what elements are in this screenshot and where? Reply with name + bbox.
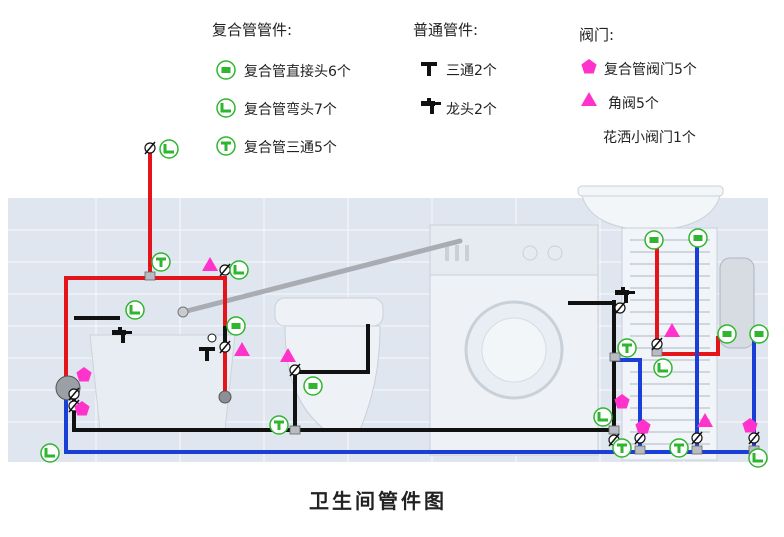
- legend-composite-item: 复合管三通5个: [244, 139, 337, 156]
- composite-elbow-icon: [124, 299, 146, 321]
- diagram-title: 卫生间管件图: [309, 489, 447, 513]
- toilet-shape: [274, 297, 384, 431]
- sink-shape: [577, 185, 724, 231]
- drain-outlet: [218, 390, 232, 404]
- composite-elbow-icon: [158, 138, 180, 160]
- composite-elbow-icon: [652, 357, 674, 379]
- legend-valves-title: 阀门:: [579, 26, 614, 44]
- composite-elbow-icon: [228, 259, 250, 281]
- faucet-icon: [421, 98, 441, 114]
- legend-valves: 阀门: 复合管阀门5个 角阀5个 花洒小阀门1个: [579, 26, 697, 146]
- composite-elbow-icon: [747, 447, 769, 469]
- legend-ordinary: 普通管件: 三通2个 龙头2个: [413, 21, 497, 118]
- legend-ordinary-item: 龙头2个: [446, 102, 497, 118]
- tee-icon: [421, 62, 437, 76]
- composite-elbow-icon: [39, 442, 61, 464]
- composite-straight-joint-icon: [749, 324, 769, 344]
- bathroom-background: [8, 185, 768, 462]
- tee-joint: [207, 333, 217, 343]
- composite-tee-icon: [268, 414, 290, 436]
- legend-ordinary-title: 普通管件:: [413, 21, 478, 39]
- composite-straight-joint-icon: [688, 228, 708, 248]
- legend-composite-item: 复合管弯头7个: [244, 101, 337, 118]
- hot-water-pipes: [64, 148, 720, 396]
- legend-composite-item: 复合管直接头6个: [244, 63, 351, 80]
- composite-straight-joint-icon: [216, 60, 236, 80]
- composite-tee-icon: [668, 437, 690, 459]
- composite-tee-icon: [611, 437, 633, 459]
- composite-tee-icon: [616, 337, 638, 359]
- legend-composite-title: 复合管管件:: [212, 21, 292, 39]
- legend-valves-item: 花洒小阀门1个: [603, 130, 696, 146]
- black-drain-pipes: [72, 300, 616, 432]
- legend-ordinary-item: 三通2个: [446, 63, 497, 79]
- composite-straight-joint-icon: [717, 324, 737, 344]
- composite-tee-icon: [150, 251, 172, 273]
- composite-straight-joint-icon: [226, 316, 246, 336]
- composite-elbow-icon: [592, 406, 614, 428]
- pink-triangle-angle-valve-icon: [581, 92, 597, 106]
- composite-elbow-icon: [215, 97, 237, 119]
- washing-machine-shape: [429, 224, 599, 456]
- legend-valves-item: 角阀5个: [608, 96, 659, 112]
- legend-valves-item: 复合管阀门5个: [604, 61, 697, 78]
- composite-tee-icon: [215, 135, 237, 157]
- legend-composite: 复合管管件: 复合管直接头6个 复合管弯头7个 复合管三通5个: [212, 21, 351, 157]
- pink-pentagon-valve-icon: [581, 59, 597, 74]
- composite-straight-joint-icon: [644, 230, 664, 250]
- composite-straight-joint-icon: [303, 376, 323, 396]
